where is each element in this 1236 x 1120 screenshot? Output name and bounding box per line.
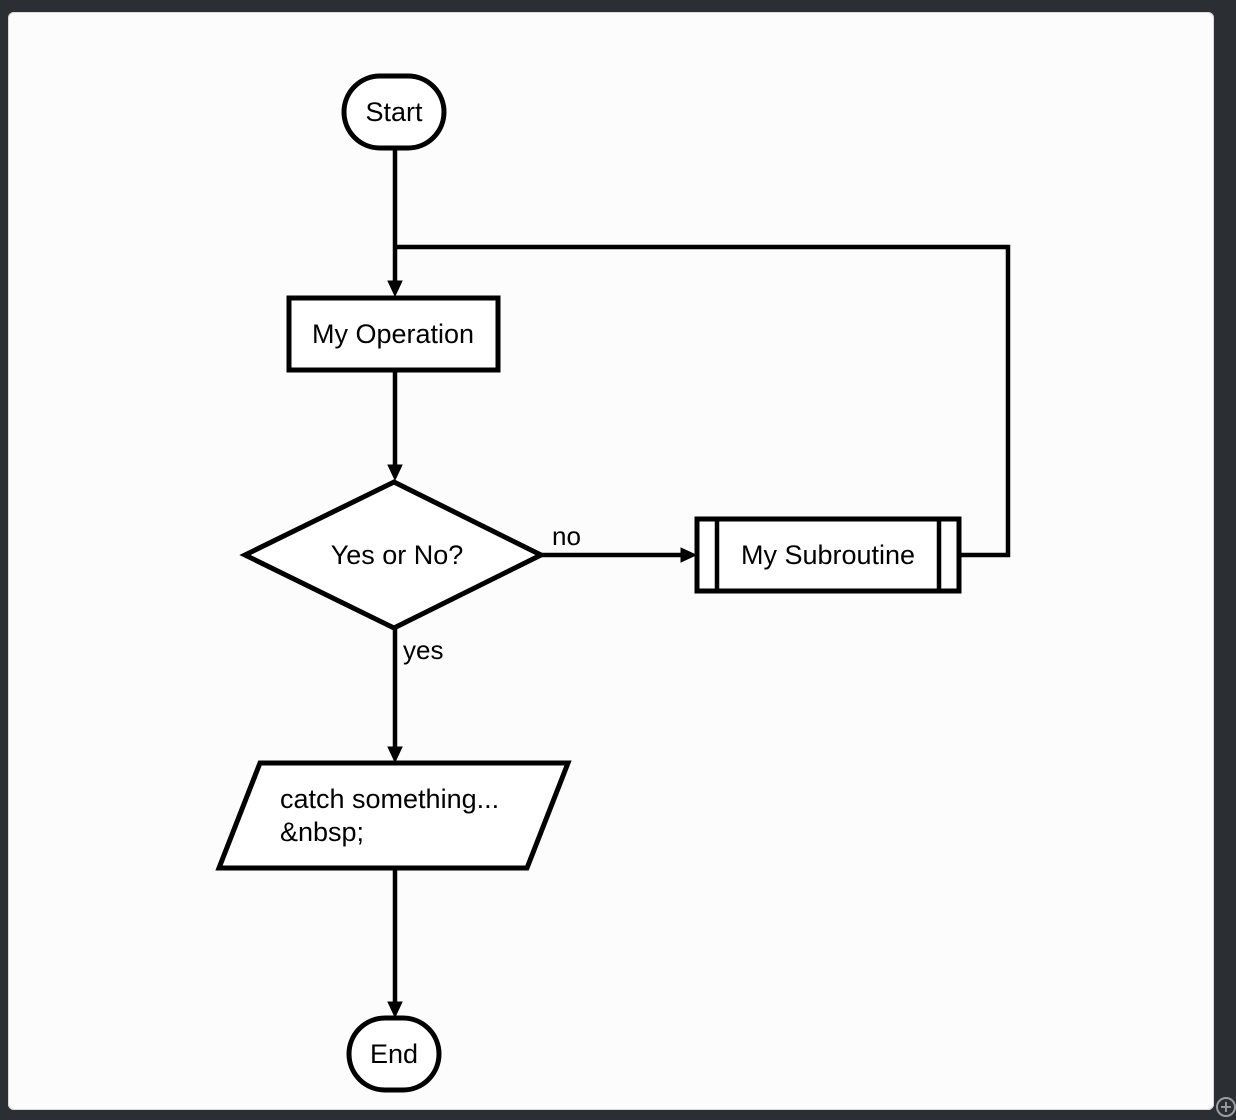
start-label: Start	[365, 97, 423, 127]
edge-subroutine-loop-back[interactable]	[395, 244, 1011, 558]
decision-diamond-shape	[239, 479, 547, 631]
operation-label: My Operation	[312, 319, 474, 349]
end-terminator-shape	[346, 1015, 442, 1093]
node-operation[interactable]: My Operation	[286, 295, 501, 373]
subroutine-label: My Subroutine	[741, 540, 915, 570]
edges	[387, 148, 1011, 1019]
io-label-line-2: &nbsp;	[280, 817, 364, 847]
node-decision[interactable]: Yes or No?	[239, 479, 547, 631]
operation-process-shape	[286, 295, 501, 373]
node-end[interactable]: End	[346, 1015, 442, 1093]
decision-label: Yes or No?	[331, 540, 464, 570]
end-label: End	[370, 1039, 418, 1069]
io-parallelogram-shape	[215, 760, 572, 871]
start-terminator-shape	[341, 73, 447, 151]
node-start[interactable]: Start	[341, 73, 447, 151]
edge-label-no: no	[552, 521, 581, 551]
arrowhead-io-in	[387, 746, 403, 764]
diagram-canvas[interactable]	[8, 12, 1214, 1110]
node-io[interactable]: catch something... &nbsp;	[215, 760, 572, 871]
zoom-in-icon[interactable]: +	[1216, 1097, 1236, 1117]
node-subroutine[interactable]: My Subroutine	[694, 516, 962, 594]
edge-label-yes: yes	[403, 635, 443, 665]
io-label-line-1: catch something...	[280, 784, 499, 814]
subroutine-predefined-process-shape	[694, 516, 962, 594]
arrowhead-end-in	[387, 1001, 403, 1019]
arrowhead-decision-in	[387, 464, 403, 482]
arrowhead-operation-in	[387, 280, 403, 298]
arrowhead-subroutine-in	[680, 547, 698, 563]
